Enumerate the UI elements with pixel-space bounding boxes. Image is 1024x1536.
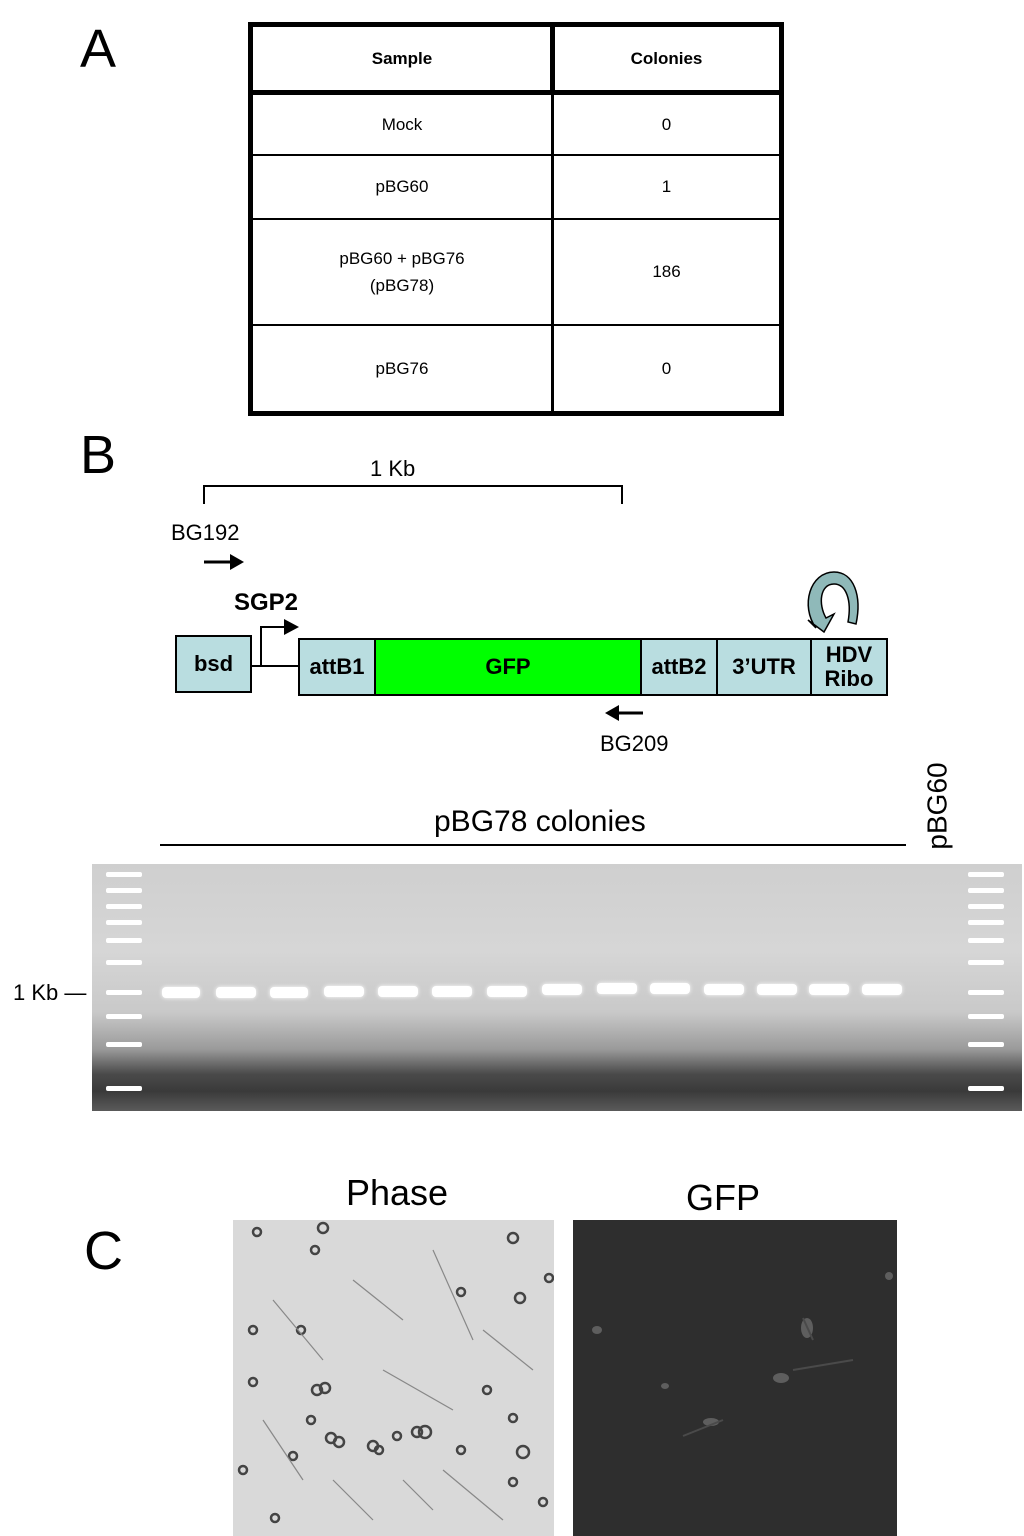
element-3utr: 3’UTR (716, 638, 812, 696)
ladder-band (106, 1042, 142, 1047)
primer-reverse-label: BG209 (600, 731, 669, 756)
table-row: Mock 0 (253, 95, 779, 156)
gel-control-label: pBG60 (921, 762, 953, 850)
gfp-fluorescence-image (573, 1220, 897, 1536)
element-hdv-label: HDV (825, 641, 873, 667)
forward-arrow-icon (204, 554, 244, 570)
panel-label-c: C (84, 1221, 123, 1281)
ladder-band (968, 904, 1004, 909)
scale-bracket (203, 485, 623, 504)
table-cell-colonies: 0 (661, 114, 672, 134)
gel-group-bracket (160, 844, 906, 846)
pcr-band (324, 986, 364, 997)
table-cell-sample: Mock (381, 114, 423, 134)
ladder-band (106, 938, 142, 943)
ladder-band (968, 1014, 1004, 1019)
table-header-colonies: Colonies (630, 48, 703, 68)
ladder-band (968, 990, 1004, 995)
backbone-and-promoter-icon (252, 619, 299, 667)
gel-marker-label: 1 Kb — (13, 980, 87, 1005)
phase-contrast-image (233, 1220, 554, 1536)
table-cell-sample: pBG60 + pBG76 (pBG78) (253, 220, 551, 324)
ribozyme-cleavage-icon (807, 571, 859, 634)
ladder-band (968, 1086, 1004, 1091)
ladder-band (106, 1086, 142, 1091)
reverse-arrow-icon (605, 705, 643, 721)
pcr-band (162, 987, 200, 998)
table-row: pBG76 0 (253, 326, 779, 411)
ladder-band (968, 1042, 1004, 1047)
agarose-gel-image (92, 864, 1022, 1111)
ladder-band (106, 888, 142, 893)
pcr-band (432, 986, 472, 997)
element-ribo-label: Ribo (824, 666, 874, 691)
pcr-band (597, 983, 637, 994)
pcr-band (542, 984, 582, 995)
table-cell-colonies: 0 (661, 358, 672, 378)
promoter-label: SGP2 (234, 589, 299, 616)
element-hdv-ribo: HDV Ribo (810, 638, 888, 696)
ladder-band (968, 888, 1004, 893)
gel-group-label: pBG78 colonies (434, 805, 646, 838)
ladder-band (968, 960, 1004, 965)
element-attb2: attB2 (640, 638, 718, 696)
pcr-band (809, 984, 849, 995)
primer-forward-label: BG192 (171, 520, 240, 545)
ladder-band (968, 920, 1004, 925)
element-attb1: attB1 (298, 638, 376, 696)
table-cell-sample: pBG76 (375, 358, 429, 378)
ladder-band (106, 904, 142, 909)
table-cell-sample-line1: pBG60 + pBG76 (339, 248, 465, 268)
pcr-band (270, 987, 308, 998)
ladder-band (106, 960, 142, 965)
table-cell-colonies: 1 (661, 177, 672, 196)
panel-label-b: B (80, 425, 117, 485)
table-header-row: Sample Colonies (253, 27, 779, 95)
table-header-sample: Sample (371, 48, 433, 68)
ladder-band (968, 872, 1004, 877)
ladder-band (106, 990, 142, 995)
pcr-band (757, 984, 797, 995)
element-bsd: bsd (175, 635, 252, 693)
table-row: pBG60 1 (253, 156, 779, 220)
ladder-band (106, 872, 142, 877)
panel-label-a: A (80, 19, 117, 79)
gfp-cells (592, 1272, 893, 1437)
pcr-band (378, 986, 418, 997)
table-column-divider (551, 27, 554, 411)
table-cell-sample-line2: (pBG78) (369, 276, 435, 295)
table-row: pBG60 + pBG76 (pBG78) 186 (253, 220, 779, 326)
pcr-band (704, 984, 744, 995)
colonies-table: Sample Colonies Mock 0 pBG60 1 pBG60 + p… (248, 22, 784, 416)
ladder-band (106, 1014, 142, 1019)
micrograph-phase-title: Phase (346, 1172, 449, 1213)
micrograph-gfp-title: GFP (686, 1177, 761, 1218)
ladder-band (106, 920, 142, 925)
pcr-band (650, 983, 690, 994)
table-cell-colonies: 186 (652, 262, 681, 281)
scale-label: 1 Kb (370, 456, 416, 481)
pcr-band (487, 986, 527, 997)
element-gfp: GFP (374, 638, 642, 696)
phase-cells (237, 1221, 554, 1524)
table-cell-sample: pBG60 (375, 177, 429, 196)
pcr-band (216, 987, 256, 998)
ladder-band (968, 938, 1004, 943)
pcr-band (862, 984, 902, 995)
